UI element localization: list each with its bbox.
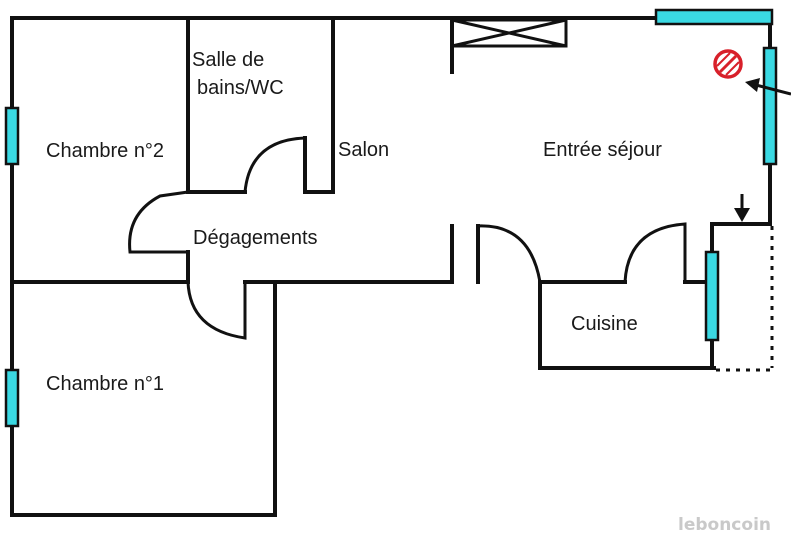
room-label-salle-de-bains-1: Salle de: [192, 49, 264, 71]
room-label-entree-sejour: Entrée séjour: [543, 139, 662, 161]
room-label-cuisine: Cuisine: [571, 313, 638, 335]
window-top-right: [654, 8, 774, 26]
room-label-chambre-2: Chambre n°2: [46, 140, 164, 162]
doors: [128, 136, 687, 340]
window-chambre2: [4, 106, 20, 166]
door-chambre1: [186, 281, 247, 340]
room-label-degagements: Dégagements: [193, 227, 318, 249]
walls: [10, 16, 774, 517]
window-cuisine: [704, 250, 720, 342]
room-label-chambre-1: Chambre n°1: [46, 373, 164, 395]
watermark: leboncoin: [678, 515, 771, 535]
door-entree: [477, 224, 542, 283]
windows: [4, 8, 778, 428]
arrow-icon: [745, 78, 791, 96]
ventilation-icon: [450, 16, 568, 74]
room-label-salle-de-bains-2: bains/WC: [197, 77, 284, 99]
window-right: [762, 46, 778, 166]
door-chambre2: [128, 190, 189, 254]
door-bathroom: [243, 136, 306, 193]
room-label-salon: Salon: [338, 139, 389, 161]
arrow-icon: [734, 194, 750, 222]
window-chambre1: [4, 368, 20, 428]
no-entry-icon: [713, 49, 743, 79]
door-cuisine: [623, 222, 687, 283]
